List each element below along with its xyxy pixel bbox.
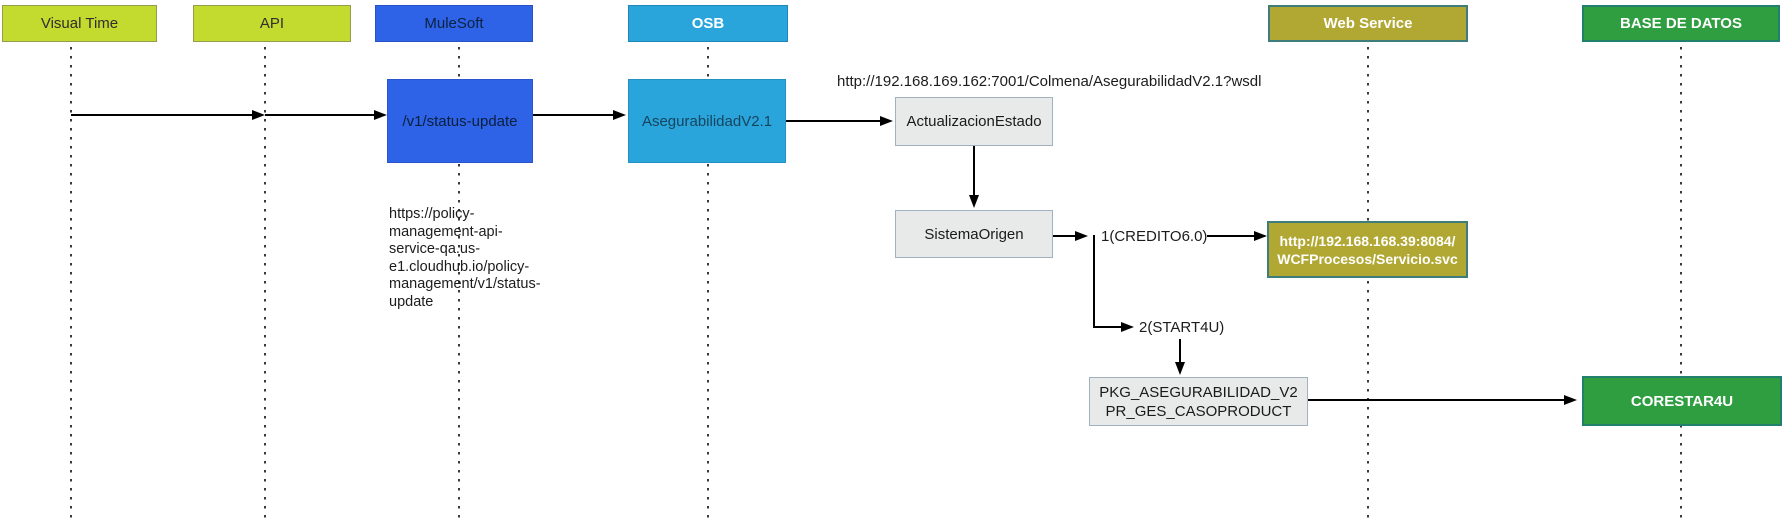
lane-header-osb: OSB [628, 5, 788, 42]
arrow-visualtime-to-api-head [252, 110, 265, 120]
lane-label: Visual Time [40, 15, 119, 32]
lane-label: API [259, 15, 285, 32]
lane-header-base-de-datos: BASE DE DATOS [1582, 5, 1780, 42]
arrow-sistemaorigen-to-start4u-vline [1093, 235, 1095, 328]
lane-header-visual-time: Visual Time [2, 5, 157, 42]
arrow-sistemaorigen-to-start4u-hline [1093, 326, 1122, 328]
arrow-credito-to-wcf-head [1254, 231, 1267, 241]
cloudhub-url-text: https://policy- management-api- service-… [389, 206, 541, 310]
lane-label: OSB [691, 15, 725, 32]
node-asegurabilidad: AsegurabilidadV2.1 [628, 79, 786, 163]
lane-header-web-service: Web Service [1268, 5, 1468, 42]
arrow-start4u-to-pkg-head [1175, 362, 1185, 375]
arrow-visualtime-to-api-line [71, 114, 255, 116]
arrow-sistemaorigen-to-credito-head [1075, 231, 1088, 241]
lane-label: BASE DE DATOS [1620, 15, 1742, 32]
node-status-update: /v1/status-update [387, 79, 533, 163]
arrow-api-to-statusupdate-head [374, 110, 387, 120]
node-pkg-procedure: PKG_ASEGURABILIDAD_V2 PR_GES_CASOPRODUCT [1089, 377, 1308, 426]
lifeline-api [264, 47, 266, 518]
lifeline-visual-time [70, 47, 72, 518]
arrow-statusupdate-to-asegurabilidad-line [533, 114, 614, 116]
arrow-asegurabilidad-to-actualizacion-line [786, 120, 881, 122]
lifeline-mulesoft [458, 47, 460, 518]
arrow-api-to-statusupdate-line [265, 114, 375, 116]
arrow-pkg-to-corestar4u-head [1564, 395, 1577, 405]
arrow-sistemaorigen-to-credito-line [1053, 235, 1076, 237]
node-wcf-service-url: http://192.168.168.39:8084/ WCFProcesos/… [1267, 221, 1468, 278]
lane-label: MuleSoft [424, 15, 484, 32]
call-label-start4u: 2(START4U) [1139, 319, 1225, 336]
arrow-credito-to-wcf-line [1207, 235, 1265, 237]
call-label-credito6: 1(CREDITO6.0) [1101, 228, 1208, 245]
arrow-pkg-to-corestar4u-line [1308, 399, 1565, 401]
arrow-sistemaorigen-to-start4u-head [1121, 322, 1134, 332]
lane-header-mulesoft: MuleSoft [375, 5, 533, 42]
node-corestar4u: CORESTAR4U [1582, 376, 1782, 426]
node-sistema-origen: SistemaOrigen [895, 210, 1053, 258]
node-actualizacion-estado: ActualizacionEstado [895, 97, 1053, 146]
arrow-asegurabilidad-to-actualizacion-head [880, 116, 893, 126]
lifeline-web-service [1367, 47, 1369, 518]
arrow-statusupdate-to-asegurabilidad-head [613, 110, 626, 120]
arrow-start4u-to-pkg-line [1179, 339, 1181, 363]
wsdl-url-text: http://192.168.169.162:7001/Colmena/Aseg… [837, 73, 1262, 90]
lane-header-api: API [193, 5, 351, 42]
lifeline-osb [707, 47, 709, 518]
arrow-actualizacion-to-sistemaorigen-head [969, 195, 979, 208]
lifeline-base-de-datos [1680, 47, 1682, 518]
lane-label: Web Service [1323, 15, 1413, 32]
arrow-actualizacion-to-sistemaorigen-line [973, 146, 975, 196]
